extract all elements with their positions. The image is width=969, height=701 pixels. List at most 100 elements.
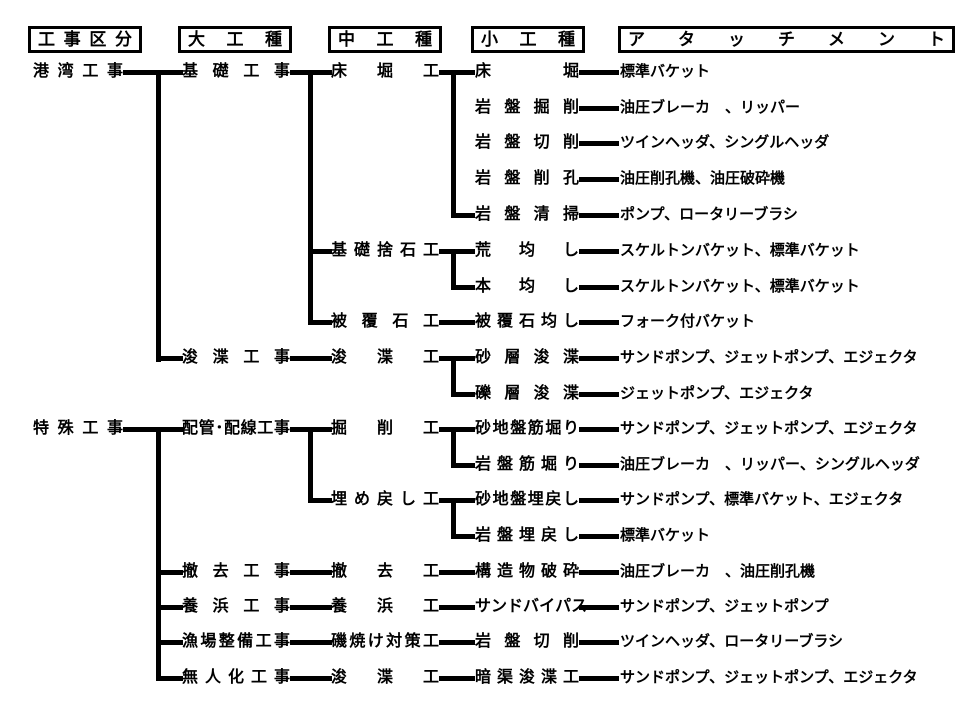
connector-line-h (579, 141, 619, 146)
attachment-label: サンドポンプ、ジェットポンプ、エジェクタ (620, 420, 918, 437)
header-minor-work-type: 小工種 (471, 26, 585, 53)
connector-line-h (579, 70, 619, 75)
connector-line-h (290, 427, 332, 432)
connector-line-h (451, 213, 475, 218)
attachment-label: サンドポンプ、ジェットポンプ、エジェクタ (620, 669, 918, 686)
node-major-work: 撤去工事 (182, 563, 290, 580)
attachment-label: サンドポンプ、標準バケット、エジェクタ (620, 491, 904, 508)
node-major-work: 浚渫工事 (182, 349, 290, 366)
connector-line-h (290, 70, 332, 75)
node-minor-work: 砂地盤埋戻し (475, 491, 579, 508)
connector-line-h (579, 392, 619, 397)
attachment-label: フォーク付バケット (620, 313, 756, 330)
attachment-label: 油圧ブレーカ 、リッパー、シングルヘッダ (620, 456, 920, 473)
attachment-label: 油圧ブレーカ 、油圧削孔機 (620, 563, 816, 580)
connector-line-h (439, 249, 475, 254)
connector-line-h (439, 570, 475, 575)
node-minor-work: サンドバイパス (475, 598, 587, 615)
node-middle-work: 掘削工 (331, 420, 439, 437)
connector-line-h (579, 534, 619, 539)
connector-line-h (579, 249, 619, 254)
connector-line-h (451, 285, 475, 290)
connector-line-h (156, 356, 183, 361)
node-minor-work: 本均し (475, 278, 579, 295)
connector-line-h (290, 605, 332, 610)
connector-line-h (308, 249, 332, 254)
node-minor-work: 岩盤埋戻し (475, 527, 579, 544)
attachment-label: ジェットポンプ、エジェクタ (620, 385, 814, 402)
connector-line-h (451, 392, 475, 397)
connector-line-v (156, 427, 161, 681)
connector-line-h (290, 676, 332, 681)
connector-line-h (439, 320, 475, 325)
node-middle-work: 撤去工 (331, 563, 439, 580)
node-minor-work: 岩盤切削 (475, 134, 579, 151)
attachment-label: ツインヘッダ、ロータリーブラシ (620, 633, 844, 650)
connector-line-h (123, 70, 183, 75)
node-major-work: 配管･配線工事 (182, 420, 290, 437)
node-minor-work: 暗渠浚渫工 (475, 669, 579, 686)
header-work-category: 工事区分 (28, 26, 142, 53)
connector-line-h (439, 427, 475, 432)
connector-line-v (451, 249, 456, 290)
attachment-label: 標準バケット (620, 527, 711, 544)
node-middle-work: 被覆石工 (331, 313, 439, 330)
connector-line-h (439, 640, 475, 645)
attachment-label: 油圧ブレーカ 、リッパー (620, 99, 801, 116)
node-major-work: 無人化工事 (182, 669, 290, 686)
node-middle-work: 浚渫工 (331, 349, 439, 366)
connector-line-h (290, 356, 332, 361)
node-minor-work: 砂地盤筋堀り (475, 420, 579, 437)
node-middle-work: 養浜工 (331, 598, 439, 615)
connector-line-v (156, 70, 161, 362)
node-minor-work: 床堀 (475, 63, 579, 80)
connector-line-v (451, 356, 456, 397)
attachment-label: 標準バケット (620, 63, 711, 80)
connector-line-h (579, 570, 619, 575)
connector-line-v (308, 427, 313, 503)
connector-line-h (579, 213, 619, 218)
connector-line-h (579, 320, 619, 325)
connector-line-h (579, 463, 619, 468)
connector-line-h (579, 605, 619, 610)
node-middle-work: 床堀工 (331, 63, 439, 80)
connector-line-h (156, 676, 183, 681)
connector-line-v (451, 498, 456, 539)
header-middle-work-type: 中工種 (328, 26, 442, 53)
connector-line-h (308, 320, 332, 325)
connector-line-h (579, 676, 619, 681)
connector-line-h (579, 285, 619, 290)
attachment-label: サンドポンプ、ジェットポンプ、エジェクタ (620, 349, 918, 366)
connector-line-h (308, 498, 332, 503)
node-work-category: 特殊工事 (33, 420, 123, 437)
node-major-work: 養浜工事 (182, 598, 290, 615)
node-minor-work: 荒均し (475, 242, 579, 259)
node-minor-work: 岩盤掘削 (475, 99, 579, 116)
connector-line-v (308, 70, 313, 325)
node-minor-work: 岩盤清掃 (475, 206, 579, 223)
connector-line-h (451, 534, 475, 539)
node-minor-work: 礫層浚渫 (475, 385, 579, 402)
attachment-label: スケルトンバケット、標準バケット (620, 242, 860, 259)
node-minor-work: 岩盤切削 (475, 633, 579, 650)
connector-line-h (579, 177, 619, 182)
connector-line-h (579, 498, 619, 503)
attachment-label: 油圧削孔機、油圧破砕機 (620, 170, 786, 187)
node-minor-work: 岩盤削孔 (475, 170, 579, 187)
attachment-label: スケルトンバケット、標準バケット (620, 278, 860, 295)
node-middle-work: 埋め戻し工 (331, 491, 439, 508)
connector-line-v (451, 427, 456, 468)
connector-line-h (156, 570, 183, 575)
node-major-work: 漁場整備工事 (182, 633, 290, 650)
connector-line-h (439, 498, 475, 503)
header-major-work-type: 大工種 (178, 26, 292, 53)
connector-line-h (579, 427, 619, 432)
node-middle-work: 磯焼け対策工 (331, 633, 439, 650)
connector-line-h (156, 640, 183, 645)
header-attachment: アタッチメント (618, 26, 955, 53)
node-work-category: 港湾工事 (33, 63, 123, 80)
connector-line-h (439, 70, 475, 75)
attachment-label: サンドポンプ、ジェットポンプ (620, 598, 829, 615)
attachment-label: ツインヘッダ、シングルヘッダ (620, 134, 830, 151)
